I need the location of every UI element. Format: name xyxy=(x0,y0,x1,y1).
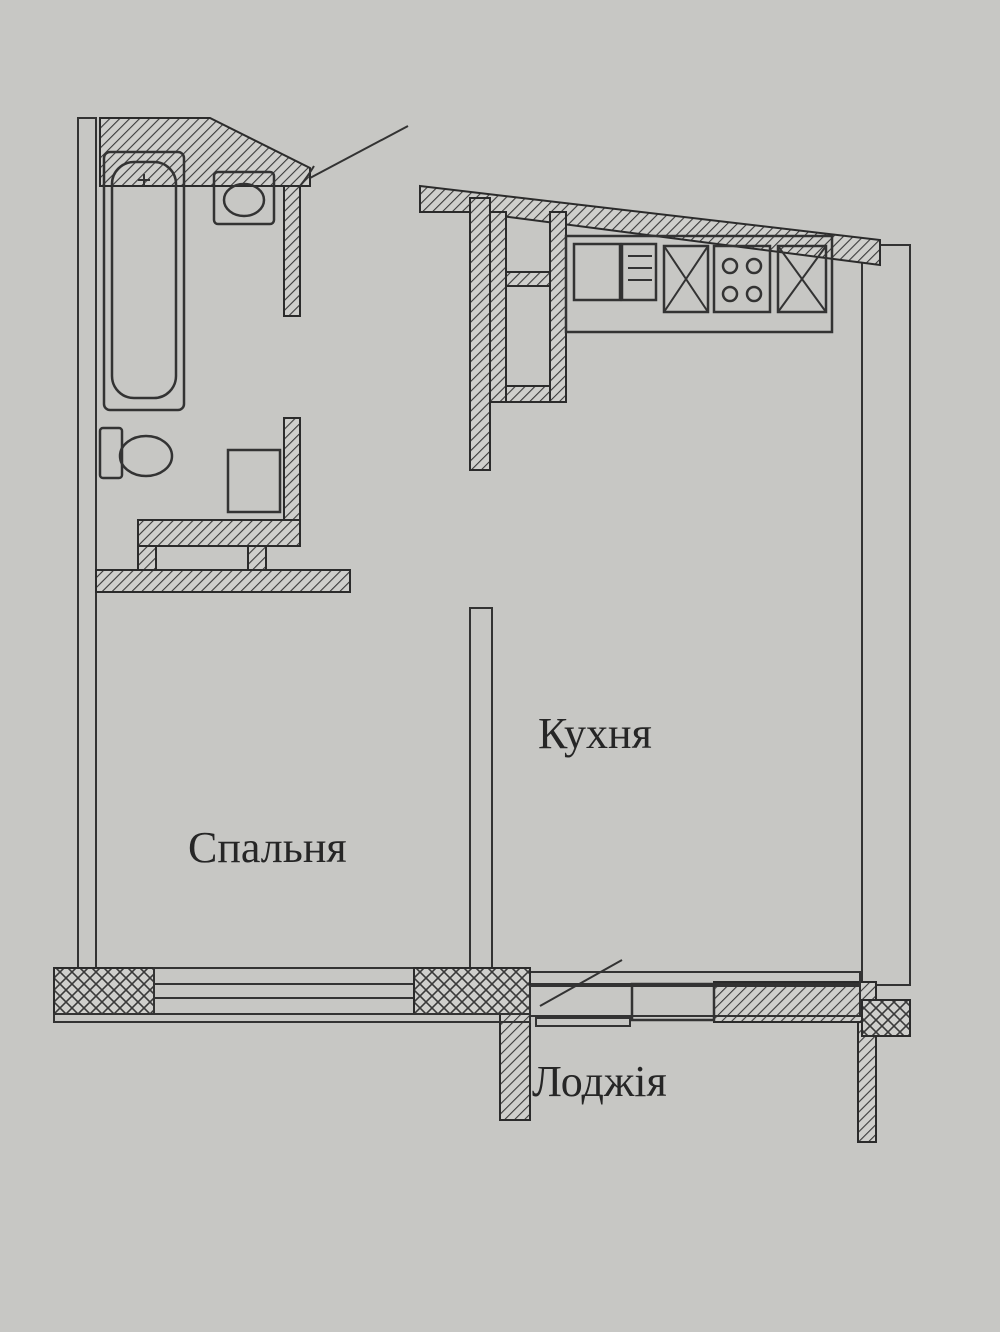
loggia-door-swing xyxy=(539,959,623,1007)
sink-icon xyxy=(212,170,276,226)
kitchen-counter xyxy=(564,234,834,334)
loggia-walls xyxy=(499,959,877,1143)
washer-icon xyxy=(226,448,282,514)
kitchen-sink-icon xyxy=(572,242,658,302)
bathtub-icon xyxy=(102,150,186,412)
bedroom-label: Спальня xyxy=(188,823,347,872)
kitchen-label: Кухня xyxy=(538,709,652,758)
kitchen-walls xyxy=(469,197,567,971)
loggia-label: Лоджія xyxy=(532,1057,667,1106)
bottom-walls xyxy=(53,967,911,1037)
bathroom-walls xyxy=(95,125,409,593)
stove-icon xyxy=(712,244,772,314)
cabinet-icon xyxy=(662,244,710,314)
toilet-icon xyxy=(98,426,174,480)
bath-door-swing xyxy=(309,125,409,179)
fridge-icon xyxy=(776,244,828,314)
